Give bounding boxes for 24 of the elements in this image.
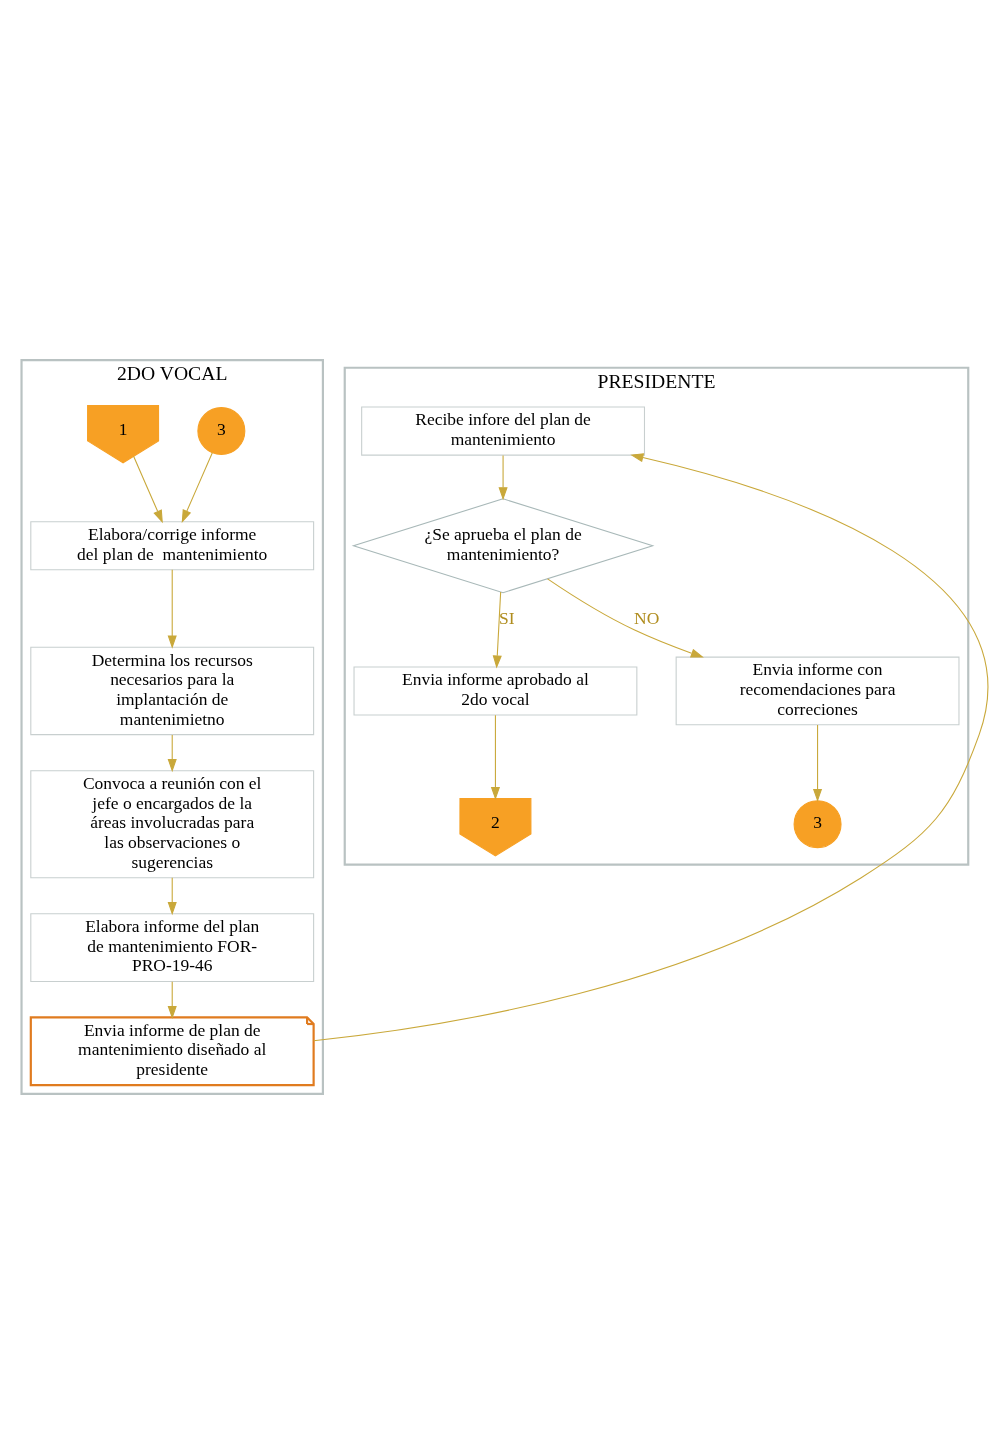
arrow [167,733,177,772]
node-box: Envia informe aprobado al 2do vocal [353,665,638,716]
node-circle: 3 [793,799,842,848]
arrow [490,714,501,800]
arrow [167,568,177,649]
arrow [492,591,502,669]
arrow [547,577,704,658]
node-circle: 3 [197,406,246,455]
arrow [181,451,213,523]
arrow [167,876,177,915]
node-box: Elabora/corrige informe del plan de mantenimiento [30,520,315,570]
node-box: Convoca a reunión con el jefe o encargados de la áreas involucradas para las observaciones o sugerencias [30,769,315,878]
node-diamond: ¿Se aprueba el plan de mantenimiento? [351,497,655,593]
node-box: Determina los recursos necesarios para la implantación de mantenimietno [30,646,315,735]
arrow [167,980,177,1019]
edge-label: NO [634,607,660,628]
node-box: Envia informe con recomendaciones para correciones [675,656,960,725]
node-box: Recibe infore del plan de mantenimiento [361,406,646,456]
arrow [133,455,163,523]
edge-label: SI [499,607,515,628]
arrow [812,724,823,802]
arrow [313,452,989,1041]
node-box: Elabora informe del plan de mantenimiento FOR-PRO-19-46 [30,912,315,982]
arrow [498,454,508,500]
